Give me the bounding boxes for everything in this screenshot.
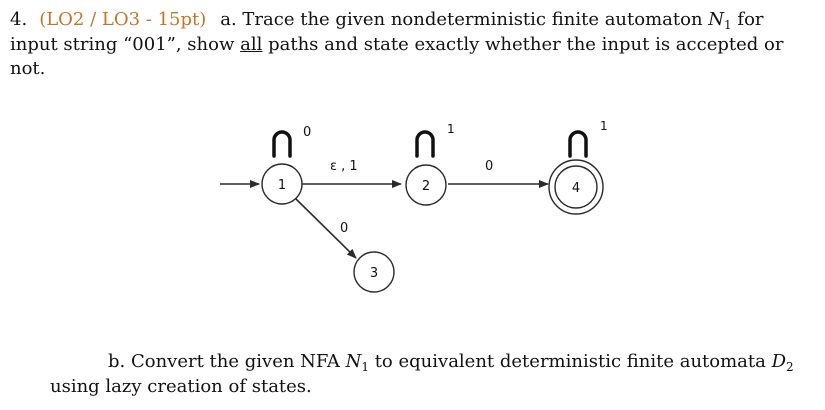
part-b-text: b. Convert the given NFA N1 to equivalen…	[50, 350, 810, 399]
part-b-nfa-var: N	[345, 351, 362, 372]
state-2-label: 2	[422, 179, 430, 194]
question-number: 4.	[10, 9, 28, 30]
self-loop-state-1	[272, 130, 292, 158]
part-b-suffix: using lazy creation of states.	[50, 376, 312, 397]
part-b-prefix: b. Convert the given NFA	[108, 351, 340, 372]
state-4-accepting: 4	[548, 159, 604, 215]
part-a-automaton-var: N	[708, 9, 725, 30]
self-loop-state-4	[568, 130, 588, 158]
part-a-mid: for input string “001”, show	[10, 9, 764, 55]
learning-outcome-tag: (LO2 / LO3 - 15pt)	[39, 9, 207, 30]
self-loop-state-4-label: 1	[600, 119, 608, 133]
self-loop-state-2	[415, 130, 435, 158]
state-3-label: 3	[370, 266, 378, 281]
part-a-automaton-sub: 1	[724, 18, 732, 32]
edge-1-3-label: 0	[340, 221, 348, 236]
part-b-mid: to equivalent deterministic finite autom…	[374, 351, 766, 372]
edge-2-4-label: 0	[485, 159, 493, 174]
state-2: 2	[405, 164, 447, 206]
state-3: 3	[353, 251, 395, 293]
part-b-nfa-sub: 1	[361, 360, 369, 374]
part-a-suffix: paths and state exactly whether the inpu…	[10, 34, 784, 79]
question-4-header: 4. (LO2 / LO3 - 15pt) a. Trace the given n…	[10, 8, 810, 81]
self-loop-state-1-label: 0	[303, 125, 311, 140]
edge-1-3	[295, 198, 357, 259]
part-b-dfa-sub: 2	[786, 360, 794, 374]
self-loop-state-2-label: 1	[447, 122, 455, 136]
state-1-label: 1	[278, 178, 286, 193]
state-4-label: 4	[572, 181, 580, 196]
part-b-dfa-var: D	[771, 351, 787, 372]
state-1: 1	[261, 163, 303, 205]
part-a-prefix: a. Trace the given nondeterministic fini…	[220, 9, 703, 30]
part-a-emphasis: all	[240, 34, 263, 55]
edge-1-2-label: ε , 1	[330, 159, 358, 174]
